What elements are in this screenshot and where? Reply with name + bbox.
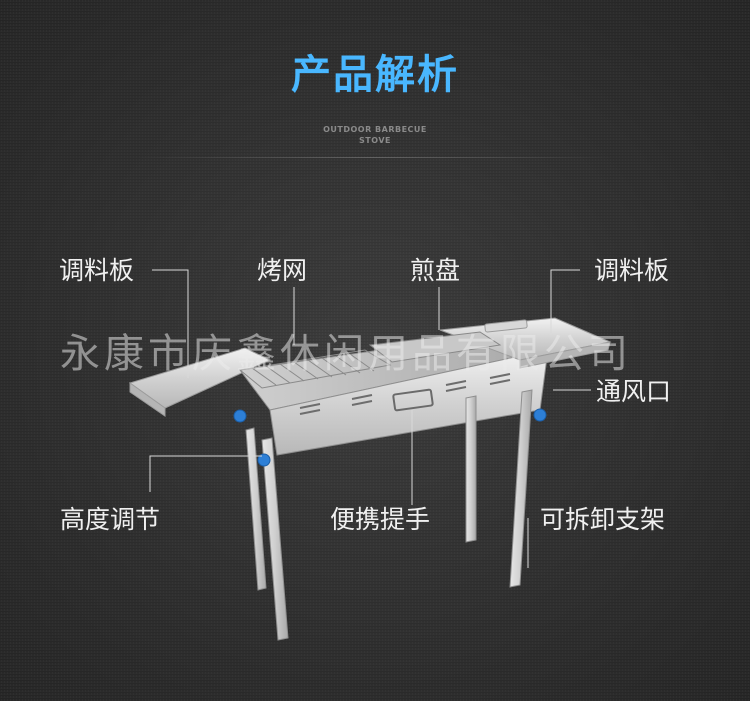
frying-pan xyxy=(368,331,502,363)
page-subtitle: OUTDOOR BARBECUE STOVE xyxy=(0,124,750,146)
left-front-leg xyxy=(261,437,289,641)
label-seasoning-board-right: 调料板 xyxy=(594,256,670,285)
handle-shape xyxy=(392,388,434,412)
left-back-leg xyxy=(245,427,267,591)
left-knob-lower xyxy=(257,453,271,467)
subtitle-line-1: OUTDOOR BARBECUE xyxy=(323,125,427,134)
callout-seasoning-right xyxy=(550,269,580,333)
label-portable-handle: 便携提手 xyxy=(330,505,431,534)
subtitle-line-2: STOVE xyxy=(359,136,391,145)
callout-height-adjust xyxy=(149,455,262,492)
air-vents xyxy=(299,373,511,415)
right-front-leg xyxy=(509,389,533,588)
left-knob-upper xyxy=(233,409,247,423)
right-knob xyxy=(533,408,547,422)
watermark-company: 永康市庆鑫休闲用品有限公司 xyxy=(60,331,632,377)
right-back-leg xyxy=(465,395,477,543)
header-divider xyxy=(138,157,612,158)
label-grill-net: 烤网 xyxy=(257,256,308,285)
label-seasoning-board-left: 调料板 xyxy=(59,256,135,285)
callout-seasoning-left xyxy=(152,269,189,378)
label-detachable-stand: 可拆卸支架 xyxy=(540,505,666,534)
page-title: 产品解析 xyxy=(291,52,459,98)
label-frying-pan: 煎盘 xyxy=(410,256,461,285)
label-height-adjust: 高度调节 xyxy=(60,505,161,534)
grill-net xyxy=(238,349,392,389)
label-air-vent: 通风口 xyxy=(596,377,672,406)
